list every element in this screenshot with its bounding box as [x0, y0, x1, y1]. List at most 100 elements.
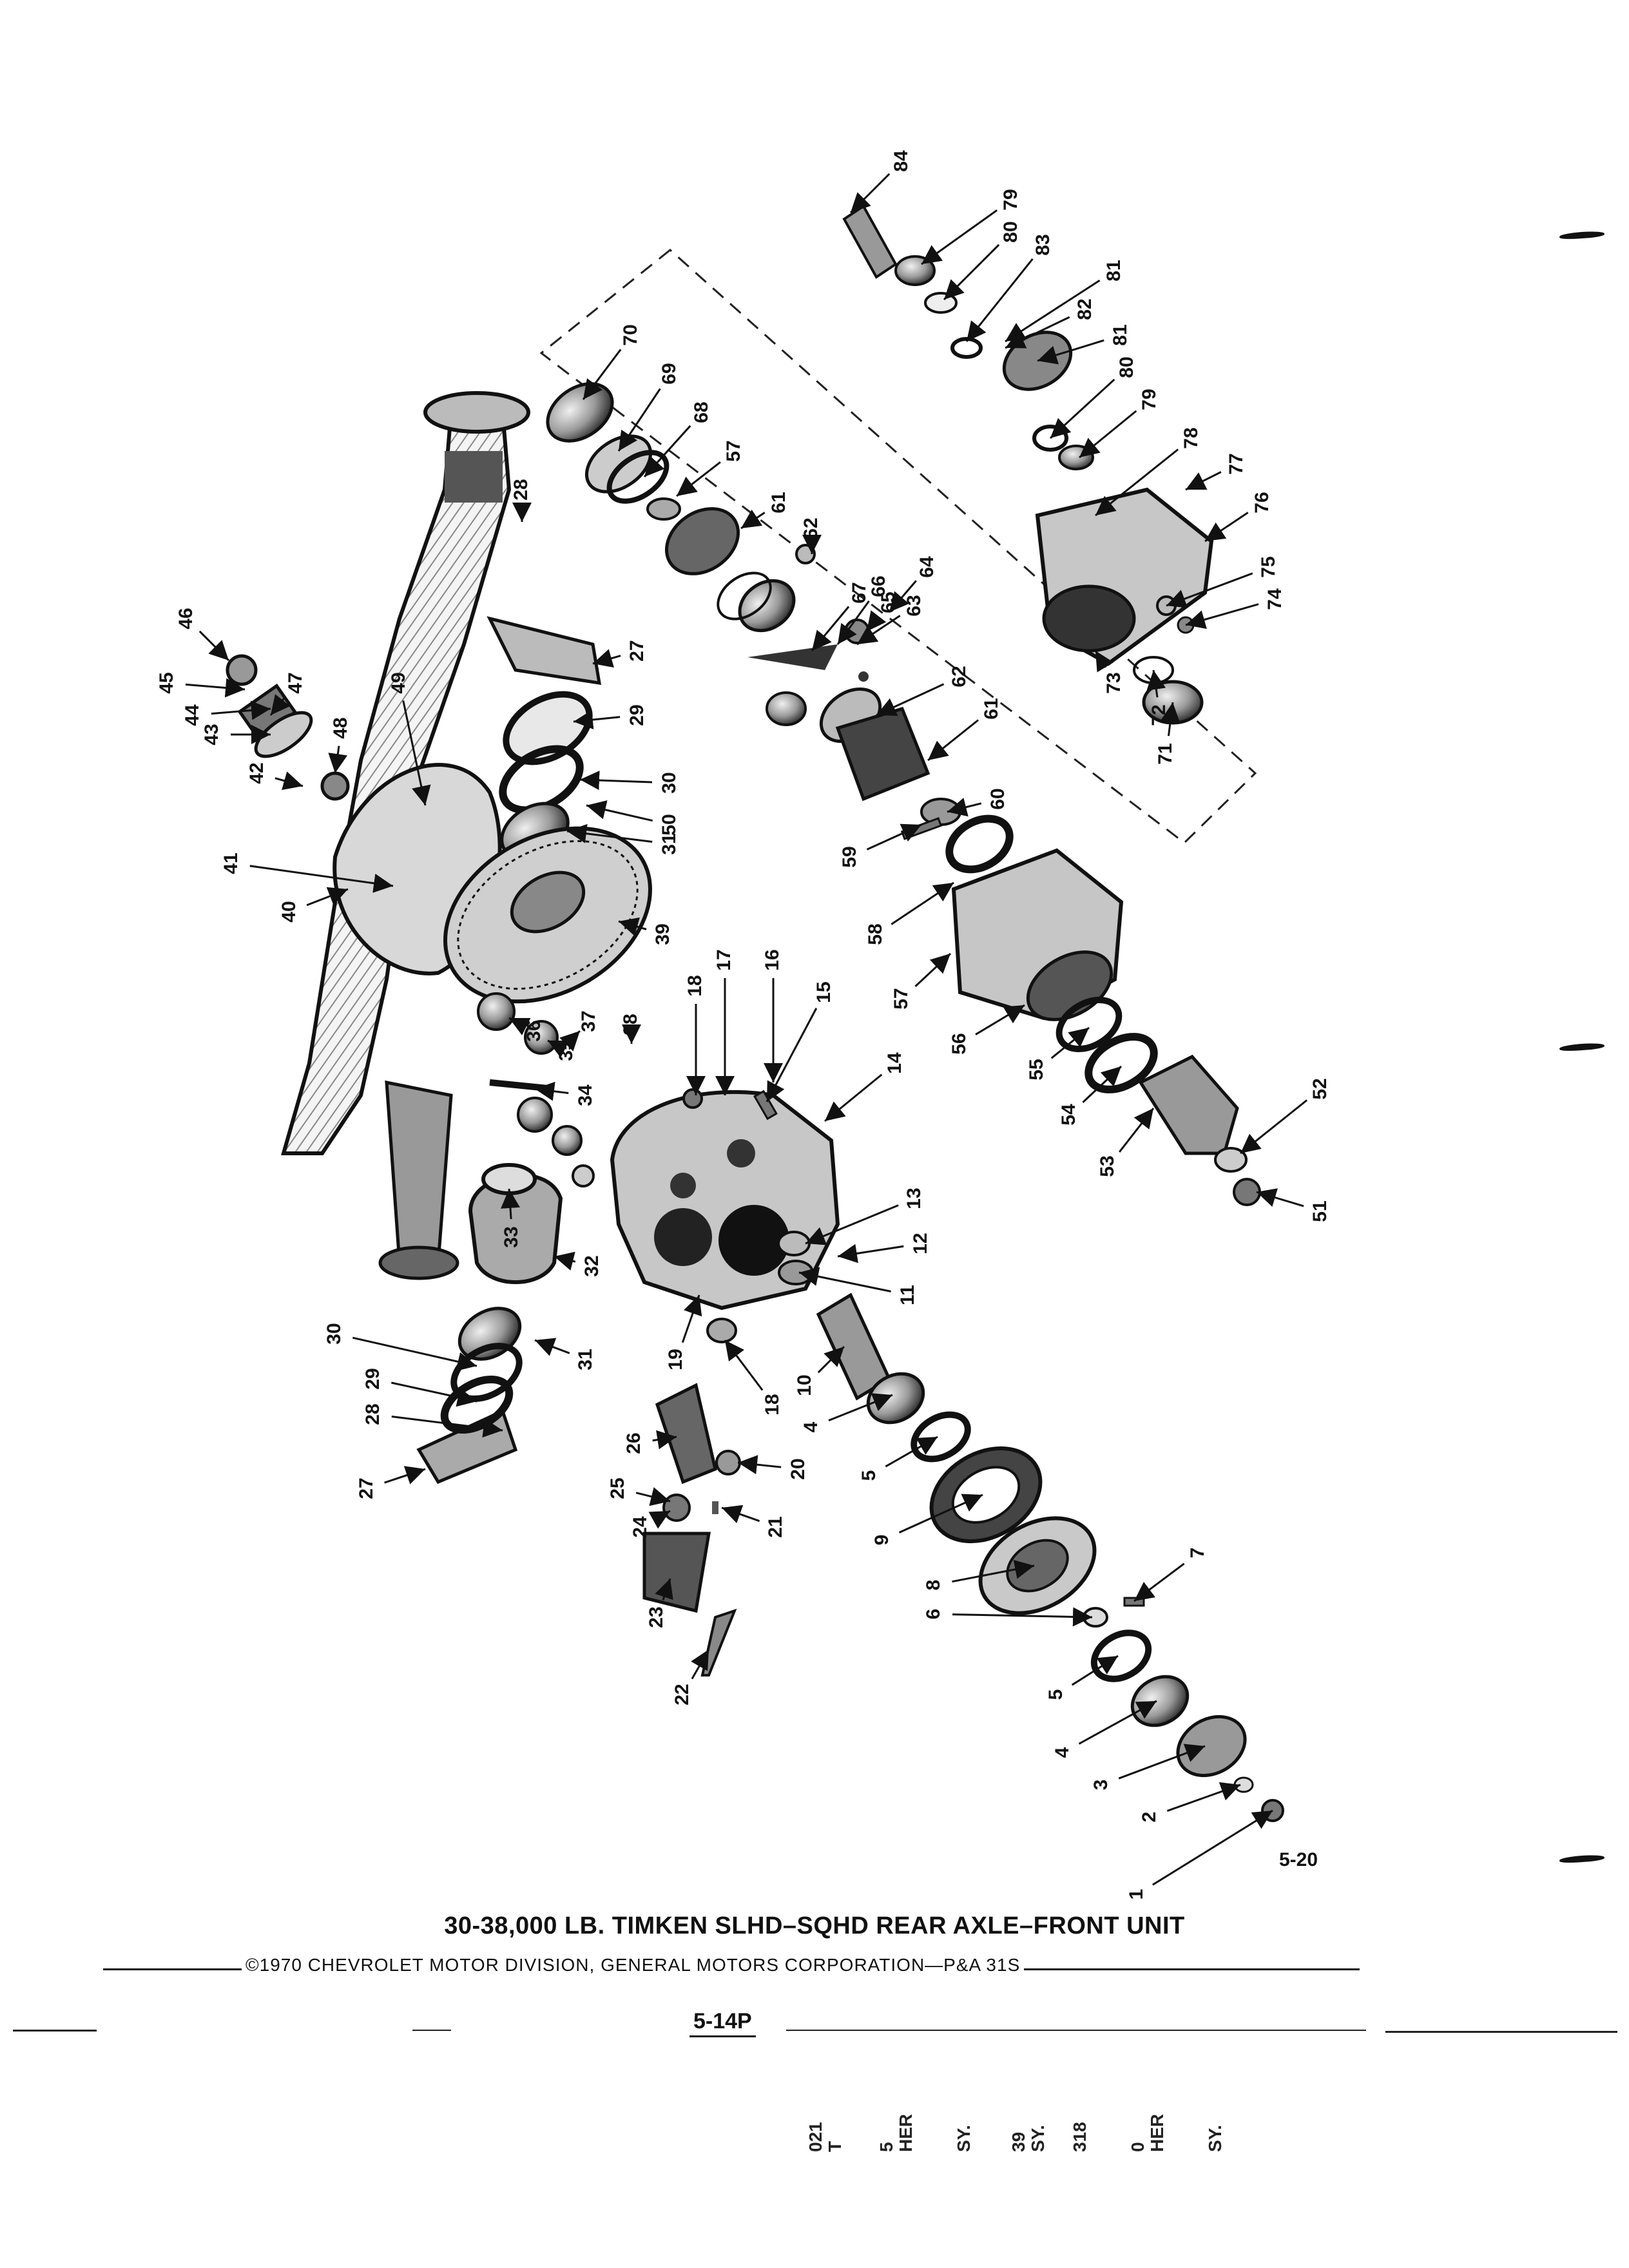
callout-arrow [1118, 1744, 1206, 1780]
callout-arrow [737, 1455, 782, 1475]
figure-number: 5-20 [1279, 1849, 1318, 1870]
callout-arrow [501, 1188, 520, 1220]
callout-label-65: 65 [878, 591, 899, 613]
callout-label-77: 77 [1226, 453, 1247, 474]
callout-label-26: 26 [623, 1432, 644, 1454]
ring-gear [443, 826, 652, 1004]
callout-label-58: 58 [865, 923, 886, 945]
callout-arrow [1037, 339, 1104, 365]
callout-arrow [328, 745, 348, 774]
callout-label-38: 38 [620, 1014, 641, 1035]
callout-arrow [828, 1393, 893, 1421]
callout-label-14: 14 [884, 1052, 905, 1074]
callout-label-39: 39 [652, 923, 673, 945]
drive-pinion-stack [816, 1293, 1284, 1822]
callout-arrow [402, 700, 431, 806]
callout-arrow [836, 600, 870, 645]
callout-arrow [618, 917, 647, 936]
callout-label-78: 78 [1181, 427, 1202, 448]
callout-label-82: 82 [1074, 298, 1095, 320]
callout-arrow [837, 1244, 904, 1264]
callout-arrow [724, 1340, 764, 1391]
callout-label-11: 11 [897, 1285, 918, 1305]
callout-arrow [573, 710, 621, 729]
bleed-fragment: 5 [876, 2142, 896, 2152]
callout-arrow [1185, 471, 1222, 491]
callout-arrow [1161, 702, 1181, 736]
callout-arrow [547, 1039, 570, 1058]
callout-arrow [655, 1578, 673, 1600]
callout-arrow [943, 244, 1000, 301]
callout-arrow [676, 461, 721, 497]
callout-label-42: 42 [246, 762, 267, 783]
callout-label-15: 15 [813, 981, 834, 1003]
callout-label-20: 20 [787, 1458, 809, 1479]
callout-label-72: 72 [1148, 704, 1170, 726]
page-rule [786, 2030, 1366, 2031]
page-rule [13, 2030, 97, 2032]
callout-arrow [811, 606, 850, 651]
callout-label-50: 50 [659, 814, 680, 835]
callout-label-57: 57 [891, 988, 912, 1009]
callout-arrow [865, 610, 887, 632]
callout-label-79: 79 [1139, 389, 1160, 410]
callout-label-40: 40 [278, 901, 300, 922]
callout-label-19: 19 [665, 1349, 686, 1370]
differential-case [468, 1163, 563, 1284]
callout-label-66: 66 [868, 575, 889, 597]
callout-label-52: 52 [1309, 1078, 1331, 1099]
callout-arrow [824, 1073, 883, 1122]
callout-arrow [1082, 1065, 1123, 1103]
callout-arrow [652, 1430, 677, 1450]
callout-arrow [198, 630, 230, 662]
callout-arrow [269, 694, 291, 716]
callout-label-80: 80 [1000, 221, 1021, 242]
carrier-housing [610, 1090, 840, 1311]
callout-arrow [805, 1204, 899, 1245]
callout-label-4: 4 [1052, 1747, 1073, 1758]
callout-label-41: 41 [220, 852, 242, 874]
callout-arrow [1240, 1099, 1308, 1155]
callout-label-74: 74 [1264, 588, 1286, 610]
callout-arrow [582, 349, 622, 400]
callout-label-22: 22 [671, 1684, 693, 1705]
callout-label-83: 83 [1032, 234, 1054, 255]
callout-label-54: 54 [1058, 1104, 1079, 1126]
callout-label-47: 47 [285, 672, 306, 693]
page-rule [412, 2030, 451, 2031]
callout-label-3: 3 [1090, 1780, 1112, 1791]
callout-label-28: 28 [362, 1403, 383, 1425]
callout-label-16: 16 [762, 949, 783, 970]
callout-arrow [534, 1081, 569, 1101]
callout-arrow [1049, 378, 1115, 439]
callout-arrow [898, 1494, 983, 1533]
callout-arrow [927, 719, 979, 762]
callout-label-81: 81 [1110, 324, 1131, 345]
callout-label-33: 33 [501, 1226, 522, 1247]
callout-label-56: 56 [949, 1033, 970, 1054]
callout-arrow [185, 678, 246, 698]
bleed-fragment: SY. [1028, 2124, 1048, 2152]
callout-label-21: 21 [765, 1516, 786, 1537]
callout-arrow [1166, 572, 1253, 608]
callout-arrow [1005, 316, 1070, 349]
callout-label-10: 10 [794, 1374, 815, 1396]
inter-axle-diff-parts [546, 382, 1014, 874]
callout-label-29: 29 [626, 704, 648, 726]
callout-label-76: 76 [1251, 492, 1273, 513]
callout-label-59: 59 [839, 846, 860, 867]
callout-label-29: 29 [362, 1368, 383, 1389]
callout-label-46: 46 [175, 608, 197, 629]
callout-arrow [740, 509, 766, 530]
callout-label-18: 18 [762, 1394, 783, 1415]
callout-arrow [643, 425, 691, 478]
bleed-fragment: 0 [1128, 2142, 1148, 2152]
callout-label-6: 6 [923, 1609, 944, 1620]
callout-label-81: 81 [1103, 260, 1124, 281]
callout-label-73: 73 [1103, 672, 1124, 693]
callout-arrow [391, 1381, 477, 1407]
callout-label-30: 30 [323, 1323, 345, 1344]
callout-arrow [617, 388, 661, 452]
bleed-fragment: 318 [1070, 2122, 1090, 2152]
callout-label-63: 63 [903, 595, 925, 616]
